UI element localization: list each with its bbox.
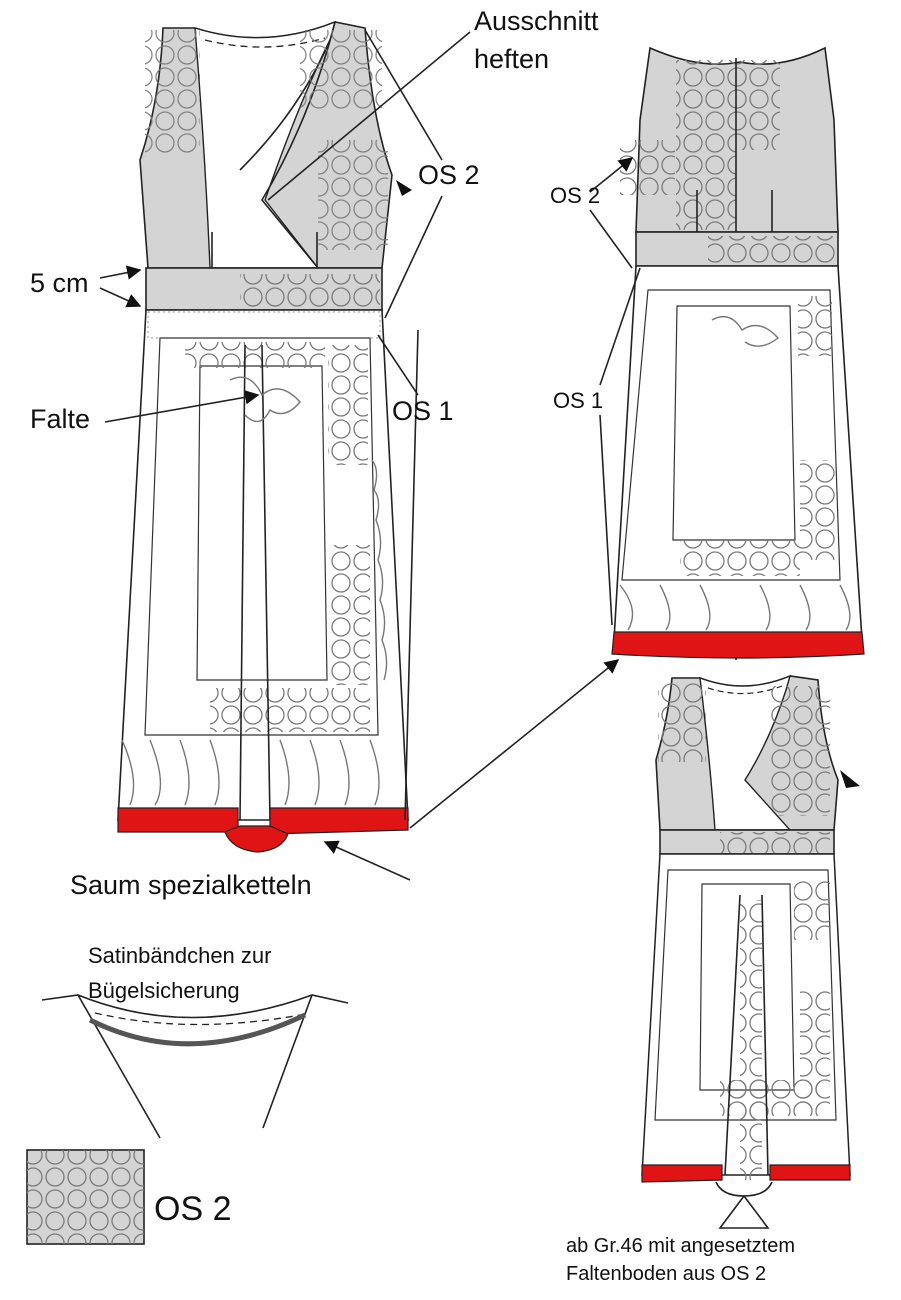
- label-ausschnitt: Ausschnitt: [474, 6, 599, 36]
- front-hem: [117, 807, 239, 833]
- back-dress: [611, 46, 865, 660]
- label-os1-back: OS 1: [553, 388, 604, 413]
- front-dress: [117, 20, 419, 853]
- label-note-2: Faltenboden aus OS 2: [566, 1263, 767, 1285]
- small-front-dress: [641, 674, 851, 1229]
- front-fold: [239, 344, 271, 821]
- label-5cm: 5 cm: [30, 268, 89, 298]
- neckline-detail: [41, 994, 349, 1139]
- label-heften: heften: [474, 44, 550, 74]
- label-note-1: ab Gr.46 mit angesetztem: [566, 1235, 796, 1257]
- label-os2-front: OS 2: [418, 160, 480, 190]
- os2-swatch: [26, 1149, 145, 1245]
- label-os2-back: OS 2: [550, 183, 601, 208]
- label-satin-1: Satinbändchen zur: [88, 943, 272, 968]
- label-falte: Falte: [30, 404, 91, 434]
- label-os1-front: OS 1: [392, 396, 454, 426]
- label-saum: Saum spezialketteln: [70, 870, 312, 900]
- back-hem: [611, 631, 865, 659]
- satin-tape: [88, 1012, 307, 1047]
- label-legend-os2: OS 2: [154, 1190, 232, 1228]
- label-satin-2: Bügelsicherung: [88, 978, 240, 1003]
- leader-lines: [99, 29, 860, 881]
